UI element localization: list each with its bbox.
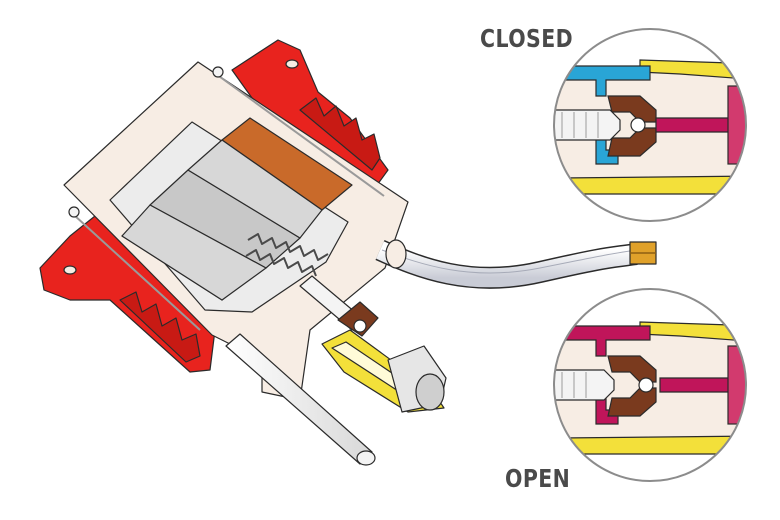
solenoid-valve-cutaway-icon [39, 39, 657, 466]
closed-state-label: CLOSED [480, 24, 574, 53]
valve-closed-detail-icon [553, 28, 747, 222]
red-housing-lower [39, 211, 216, 373]
plunger-spring [245, 233, 329, 277]
valve-seat [337, 301, 379, 337]
guide-pins [68, 66, 385, 466]
open-state-label: OPEN [505, 464, 571, 493]
valve-open-detail-icon [553, 288, 747, 482]
lead-wires [375, 239, 657, 289]
red-housing-upper [231, 39, 389, 193]
